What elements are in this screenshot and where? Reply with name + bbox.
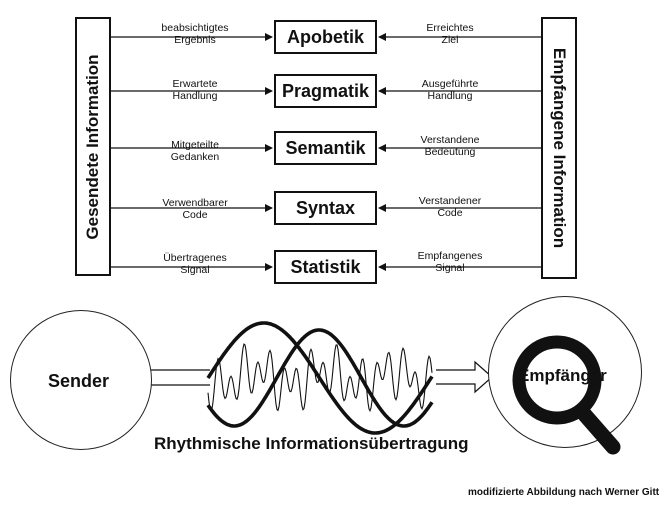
- carrier-wave-b: [206, 328, 434, 428]
- received-label-statistik: Empfangenes Signal: [417, 250, 483, 274]
- received-information-panel: Empfangene Information: [541, 17, 577, 279]
- sent-label-syntax: Verwendbarer Code: [162, 197, 228, 221]
- level-box-apobetik: Apobetik: [274, 20, 377, 54]
- level-label: Syntax: [295, 197, 356, 218]
- level-arrows: [111, 33, 541, 271]
- received-label-semantik: Verstandene Bedeutung: [420, 134, 480, 158]
- level-box-syntax: Syntax: [274, 191, 377, 225]
- level-label: Apobetik: [286, 26, 364, 47]
- noise-wave: [207, 343, 433, 413]
- receiver-label: Empfänger: [518, 366, 607, 385]
- level-label: Pragmatik: [281, 80, 370, 101]
- sender-circle: [10, 310, 152, 450]
- level-box-semantik: Semantik: [274, 131, 377, 165]
- received-label-syntax: Verstandener Code: [418, 195, 482, 219]
- sent-label-statistik: Übertragenes Signal: [163, 252, 227, 276]
- sent-information-panel: Gesendete Information: [75, 17, 111, 276]
- received-label-pragmatik: Ausgeführte Handlung: [421, 78, 479, 102]
- level-box-statistik: Statistik: [274, 250, 377, 284]
- sent-label-semantik: Mitgeteilte Gedanken: [170, 139, 220, 163]
- level-label: Statistik: [290, 256, 361, 277]
- sent-label-pragmatik: Erwartete Handlung: [172, 78, 218, 102]
- level-box-pragmatik: Pragmatik: [274, 74, 377, 108]
- transmission-caption: Rhythmische Informationsübertragung: [154, 434, 469, 453]
- image-credit: modifizierte Abbildung nach Werner Gitt: [468, 487, 660, 498]
- level-label: Semantik: [285, 137, 366, 158]
- received-label-apobetik: Erreichtes Ziel: [426, 22, 474, 46]
- sent-label-apobetik: beabsichtigtes Ergebnis: [161, 22, 229, 46]
- sender-label: Sender: [48, 371, 110, 391]
